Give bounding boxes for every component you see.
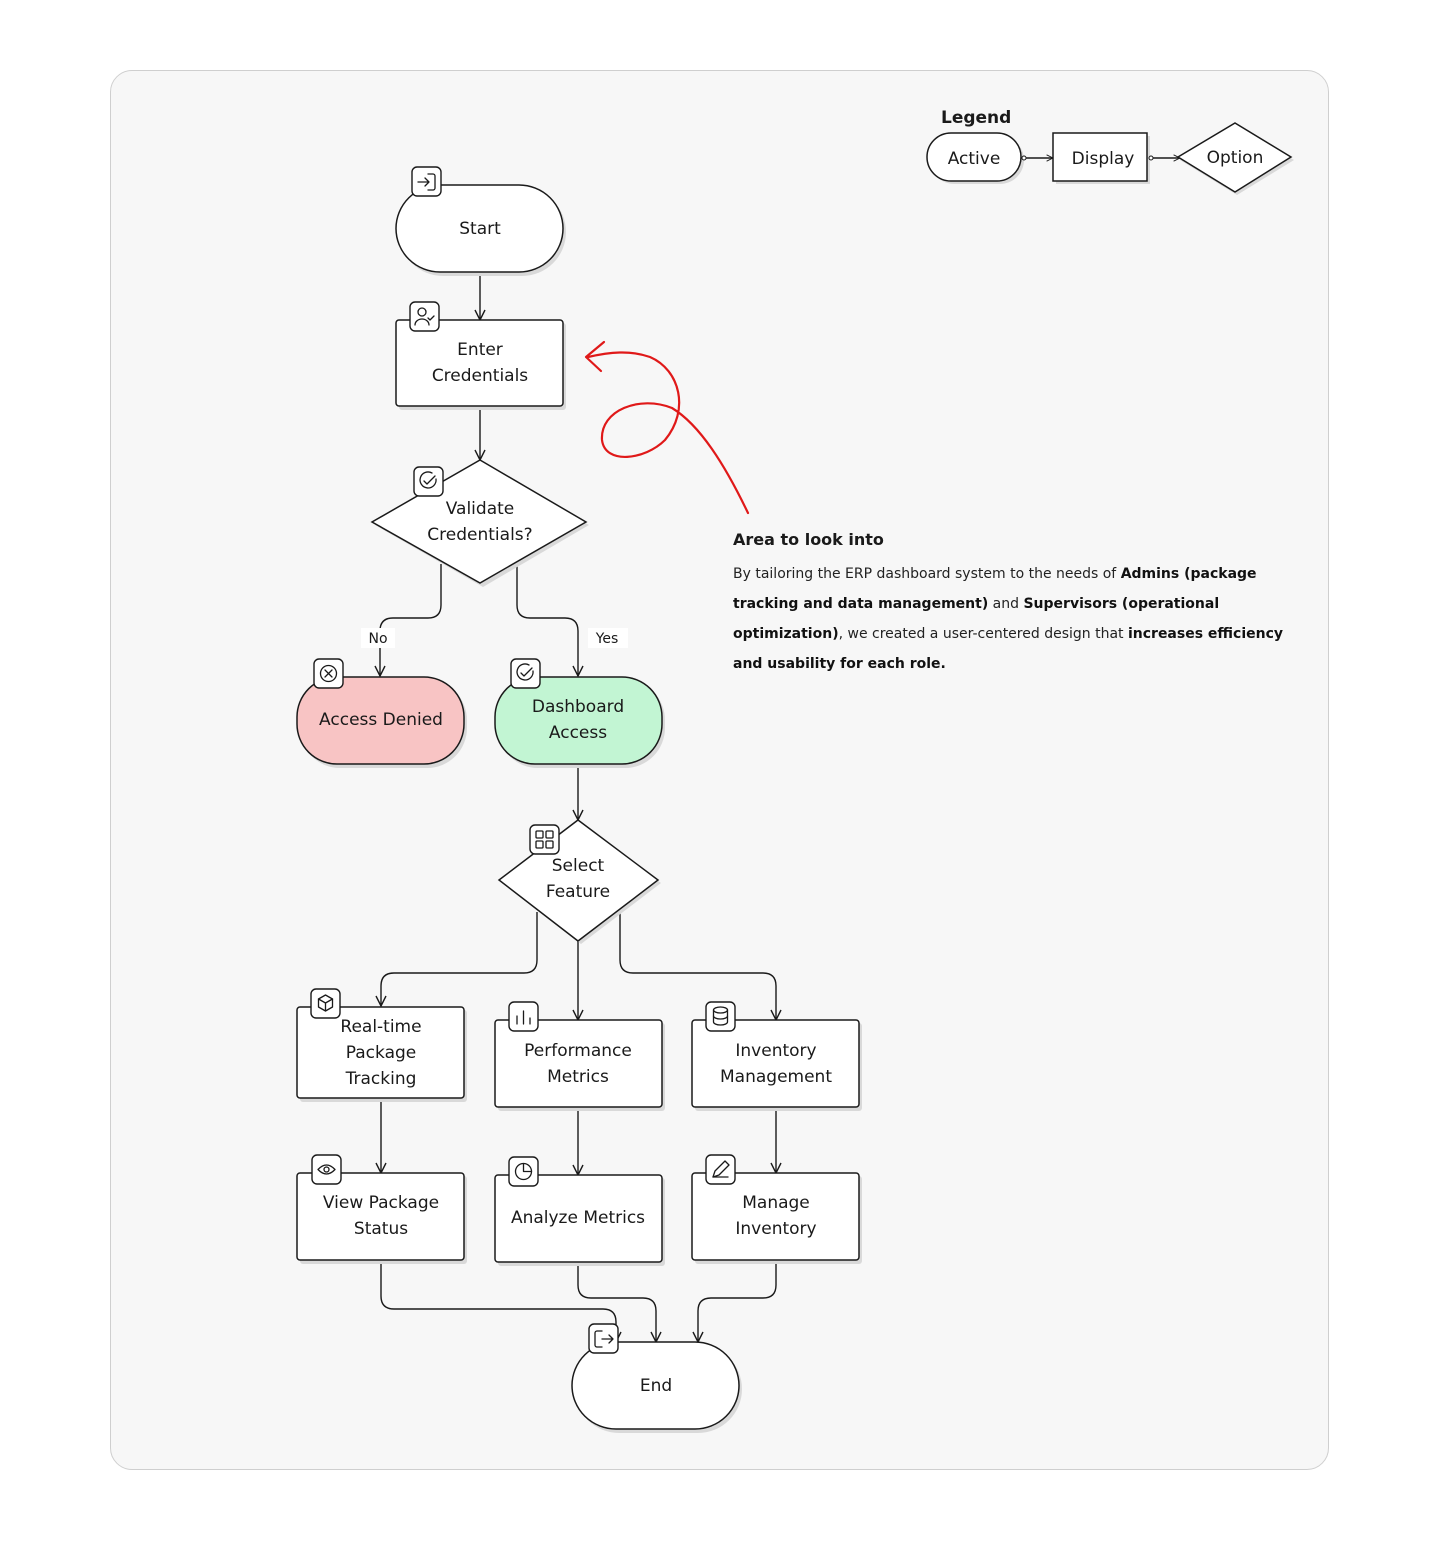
note-bold-admins: Admins (package tracking and data manage…	[733, 566, 1257, 612]
node-validate-line2: Credentials?	[427, 525, 532, 545]
grid-icon	[529, 824, 560, 855]
node-manage-line2: Inventory	[735, 1219, 816, 1239]
node-tracking-line1: Real-time	[340, 1017, 421, 1037]
node-inventory-line2: Management	[720, 1067, 832, 1087]
edge-label-no: No	[368, 631, 387, 647]
edge-label-yes: Yes	[595, 631, 619, 647]
node-performance-line2: Metrics	[547, 1067, 609, 1087]
node-view-line2: Status	[354, 1219, 408, 1239]
node-select-feature[interactable]: Select Feature	[497, 819, 661, 944]
legend: Legend Active Display Option	[926, 108, 1294, 195]
annotation-note: Area to look into By tailoring the ERP d…	[733, 530, 1293, 679]
node-dashboard-access[interactable]: Dashboard Access	[494, 658, 665, 768]
edge-select-tracking	[381, 912, 538, 1006]
node-manage-inventory[interactable]: Manage Inventory	[691, 1154, 862, 1264]
node-inventory-management[interactable]: Inventory Management	[691, 1001, 862, 1111]
legend-active-label: Active	[948, 149, 1001, 169]
edge-label-no-bg	[361, 628, 395, 648]
node-package-tracking[interactable]: Real-time Package Tracking	[296, 988, 467, 1102]
edge-validate-yes	[516, 564, 578, 676]
edge-view-end	[380, 1260, 616, 1342]
node-start-label: Start	[459, 219, 501, 239]
node-access-denied[interactable]: Access Denied	[296, 658, 467, 768]
legend-active: Active	[926, 132, 1024, 184]
node-enter-credentials-line1: Enter	[457, 340, 503, 360]
check-circle-icon	[413, 466, 444, 497]
node-dashboard-line2: Access	[549, 723, 607, 743]
edge-label-yes-bg	[588, 628, 628, 648]
database-icon	[705, 1001, 736, 1032]
node-access-denied-label: Access Denied	[319, 710, 443, 730]
node-manage-line1: Manage	[742, 1193, 810, 1213]
x-circle-icon	[313, 658, 344, 689]
legend-display-label: Display	[1072, 149, 1135, 169]
node-end[interactable]: End	[571, 1323, 742, 1433]
check-circle-icon	[510, 658, 541, 689]
legend-display: Display	[1052, 132, 1150, 184]
legend-title: Legend	[941, 108, 1011, 128]
node-performance-line1: Performance	[524, 1041, 632, 1061]
node-analyze-metrics[interactable]: Analyze Metrics	[494, 1156, 665, 1266]
note-text-3: , we created a user-centered design that	[838, 626, 1128, 642]
node-analyze-label: Analyze Metrics	[511, 1208, 645, 1228]
note-text-1: By tailoring the ERP dashboard system to…	[733, 566, 1121, 582]
bar-chart-icon	[508, 1001, 539, 1032]
node-view-line1: View Package	[323, 1193, 439, 1213]
legend-option-label: Option	[1207, 148, 1264, 168]
node-start[interactable]: Start	[395, 166, 566, 276]
edge-select-inventory	[619, 912, 776, 1020]
edges: No Yes	[361, 272, 776, 1342]
node-select-line2: Feature	[546, 882, 610, 902]
edge-validate-no	[380, 564, 442, 676]
note-title: Area to look into	[733, 530, 884, 549]
node-inventory-line1: Inventory	[735, 1041, 816, 1061]
node-validate-line1: Validate	[446, 499, 515, 519]
user-check-icon	[409, 301, 440, 332]
node-dashboard-line1: Dashboard	[532, 697, 624, 717]
node-enter-credentials[interactable]: Enter Credentials	[395, 301, 566, 410]
annotation-arrow	[584, 340, 750, 515]
node-validate-credentials[interactable]: Validate Credentials?	[370, 459, 589, 587]
logout-icon	[588, 1323, 619, 1354]
login-icon	[411, 166, 442, 197]
node-select-line1: Select	[552, 856, 605, 876]
eye-icon	[311, 1154, 342, 1185]
pie-chart-icon	[508, 1156, 539, 1187]
package-icon	[310, 988, 341, 1019]
note-body: By tailoring the ERP dashboard system to…	[733, 559, 1293, 679]
edge-manage-end	[698, 1260, 777, 1342]
note-text-2: and	[988, 596, 1024, 612]
pencil-icon	[705, 1154, 736, 1185]
note-bold-supervisors: Supervisors (operational optimization)	[733, 596, 1220, 642]
node-enter-credentials-line2: Credentials	[432, 366, 528, 386]
node-performance-metrics[interactable]: Performance Metrics	[494, 1001, 665, 1111]
node-tracking-line2: Package	[346, 1043, 416, 1063]
edge-analyze-end	[577, 1263, 656, 1342]
legend-option: Option	[1176, 122, 1294, 195]
node-tracking-line3: Tracking	[345, 1069, 417, 1089]
note-bold-outcome: increases efficiency and usability for e…	[733, 626, 1284, 672]
node-view-package-status[interactable]: View Package Status	[296, 1154, 467, 1264]
node-end-label: End	[640, 1376, 672, 1396]
